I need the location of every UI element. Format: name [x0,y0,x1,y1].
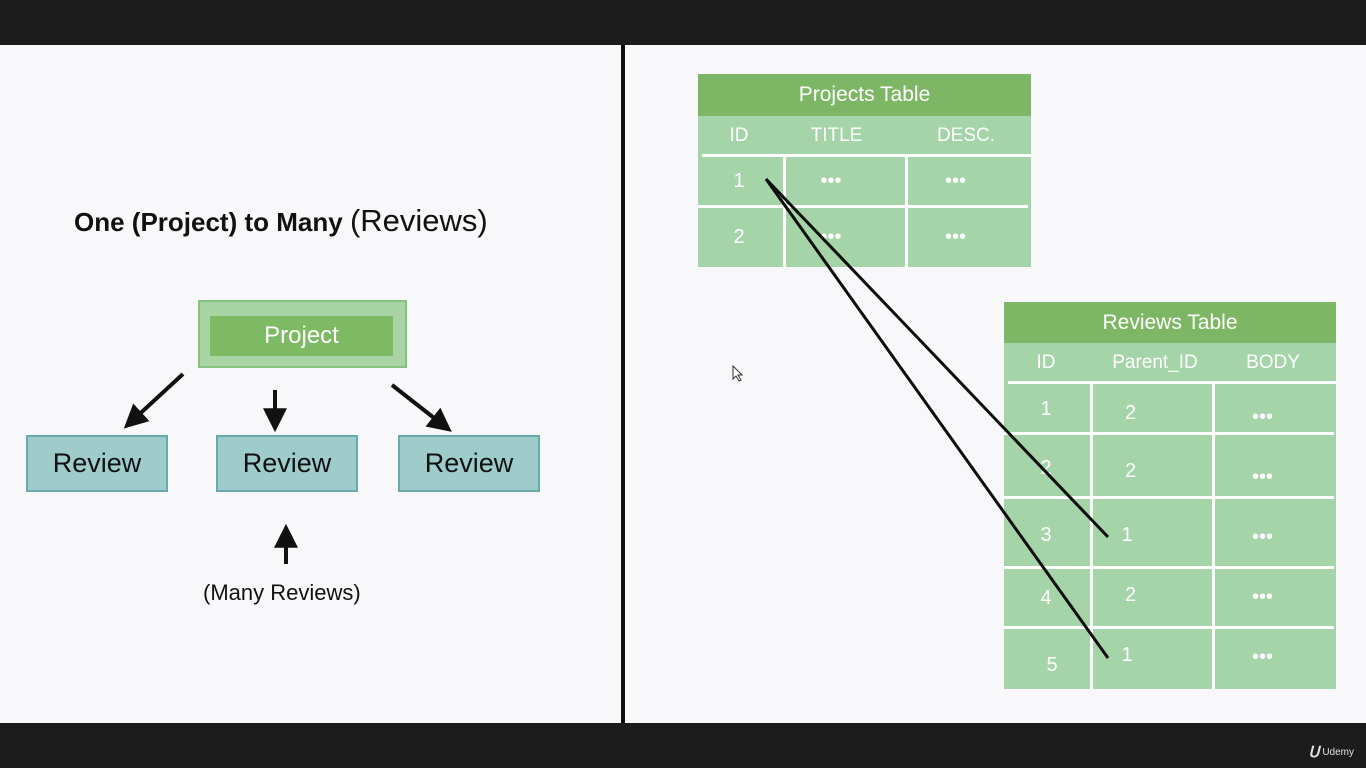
review-box-3: Review [398,435,540,492]
reviews-r5-id: 5 [1046,653,1058,676]
reviews-r5-body: ••• [1251,645,1273,668]
projects-col-desc: DESC. [936,125,996,146]
reviews-row-rule-3 [1004,566,1334,569]
reviews-r2-parent: 2 [1124,459,1137,482]
project-box: Project [198,300,407,368]
reviews-r3-id: 3 [1040,523,1052,546]
reviews-col-parent-id: Parent_ID [1112,352,1198,373]
reviews-table-title: Reviews Table [1004,302,1336,343]
arrow-right [390,383,452,432]
projects-table: Projects Table ID TITLE DESC. 1 ••• ••• … [698,74,1031,267]
review-box-1: Review [26,435,168,492]
projects-col-rule-2 [905,156,908,267]
projects-r2-id: 2 [733,226,745,248]
reviews-r2-body: ••• [1251,465,1273,488]
projects-table-title: Projects Table [698,74,1031,116]
reviews-r1-parent: 2 [1124,401,1137,424]
reviews-r3-parent: 1 [1121,523,1133,546]
reviews-r3-body: ••• [1251,525,1273,548]
reviews-row-rule-1 [1004,432,1334,435]
reviews-col-rule-1 [1090,384,1093,689]
heading-bold: One (Project) to Many [74,207,343,237]
project-label: Project [210,316,393,356]
udemy-logo: Ս Udemy [1308,743,1354,761]
udemy-logo-text: Udemy [1322,746,1354,758]
slide-heading: One (Project) to Many (Reviews) [74,203,488,239]
reviews-col-rule-2 [1212,384,1215,689]
reviews-r5-parent: 1 [1121,643,1133,666]
slide-divider [621,45,625,723]
many-reviews-label: (Many Reviews) [203,580,361,605]
udemy-logo-icon: Ս [1308,744,1320,761]
reviews-col-id: ID [1036,352,1056,373]
projects-r1-desc: ••• [944,170,966,192]
reviews-r1-id: 1 [1040,397,1052,420]
projects-col-id: ID [729,125,749,146]
arrow-left [123,372,185,429]
reviews-table: Reviews Table ID Parent_ID BODY 1 2 ••• … [1004,302,1336,689]
reviews-r4-id: 4 [1040,586,1052,609]
connector-line-review-5 [764,178,1110,659]
projects-col-rule-1 [783,156,786,267]
reviews-header-rule [1008,381,1336,384]
projects-row-rule [698,205,1028,208]
review-box-2: Review [216,435,358,492]
mouse-cursor-icon [732,364,744,382]
projects-r1-id: 1 [733,170,745,192]
video-bottom-bar: Ս Udemy [0,723,1366,768]
reviews-row-rule-4 [1004,626,1334,629]
reviews-r1-body: ••• [1251,405,1273,428]
reviews-row-rule-2 [1004,496,1334,499]
projects-r1-title: ••• [820,170,842,192]
reviews-col-body: BODY [1246,352,1300,373]
reviews-r2-id: 2 [1040,456,1052,479]
projects-header-rule [702,154,1031,157]
connector-line-review-3 [764,177,1110,539]
heading-light: (Reviews) [349,203,488,238]
reviews-r4-parent: 2 [1124,583,1137,606]
reviews-r4-body: ••• [1251,585,1273,608]
projects-col-title: TITLE [810,125,863,146]
projects-r2-desc: ••• [944,226,966,248]
